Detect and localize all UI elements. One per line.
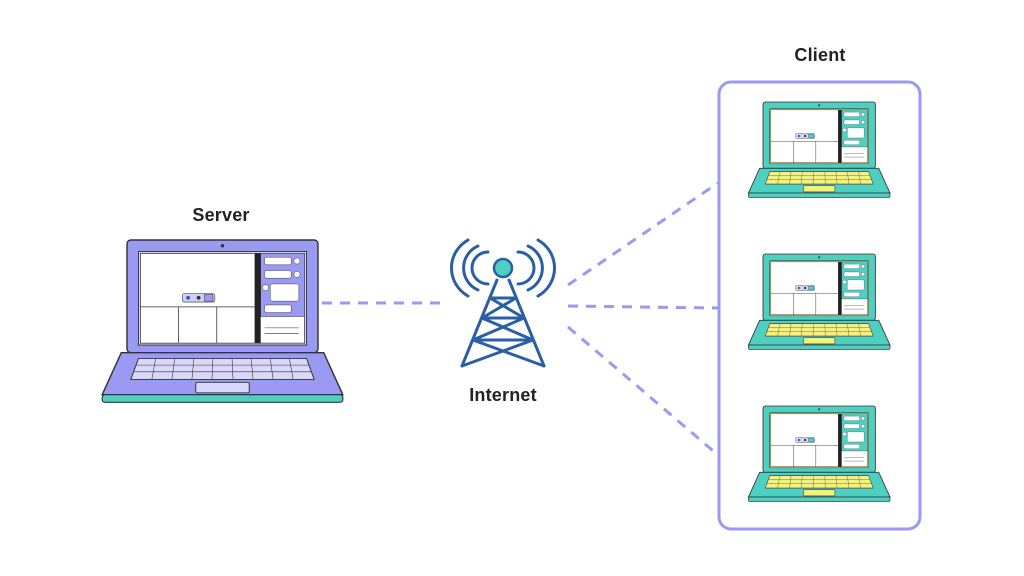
internet-client-1-connector xyxy=(567,181,719,287)
client-label: Client xyxy=(794,45,846,65)
internet-client-2-connector xyxy=(567,304,719,310)
connectors xyxy=(322,181,719,457)
server-laptop xyxy=(101,239,344,404)
internet-tower-icon xyxy=(450,238,556,368)
client-laptop-1 xyxy=(747,101,891,198)
client-laptop-3 xyxy=(747,405,891,502)
internet-client-3-connector xyxy=(567,325,719,457)
client-laptop-2 xyxy=(747,253,891,350)
server-label: Server xyxy=(192,205,250,225)
internet-label: Internet xyxy=(469,385,537,405)
